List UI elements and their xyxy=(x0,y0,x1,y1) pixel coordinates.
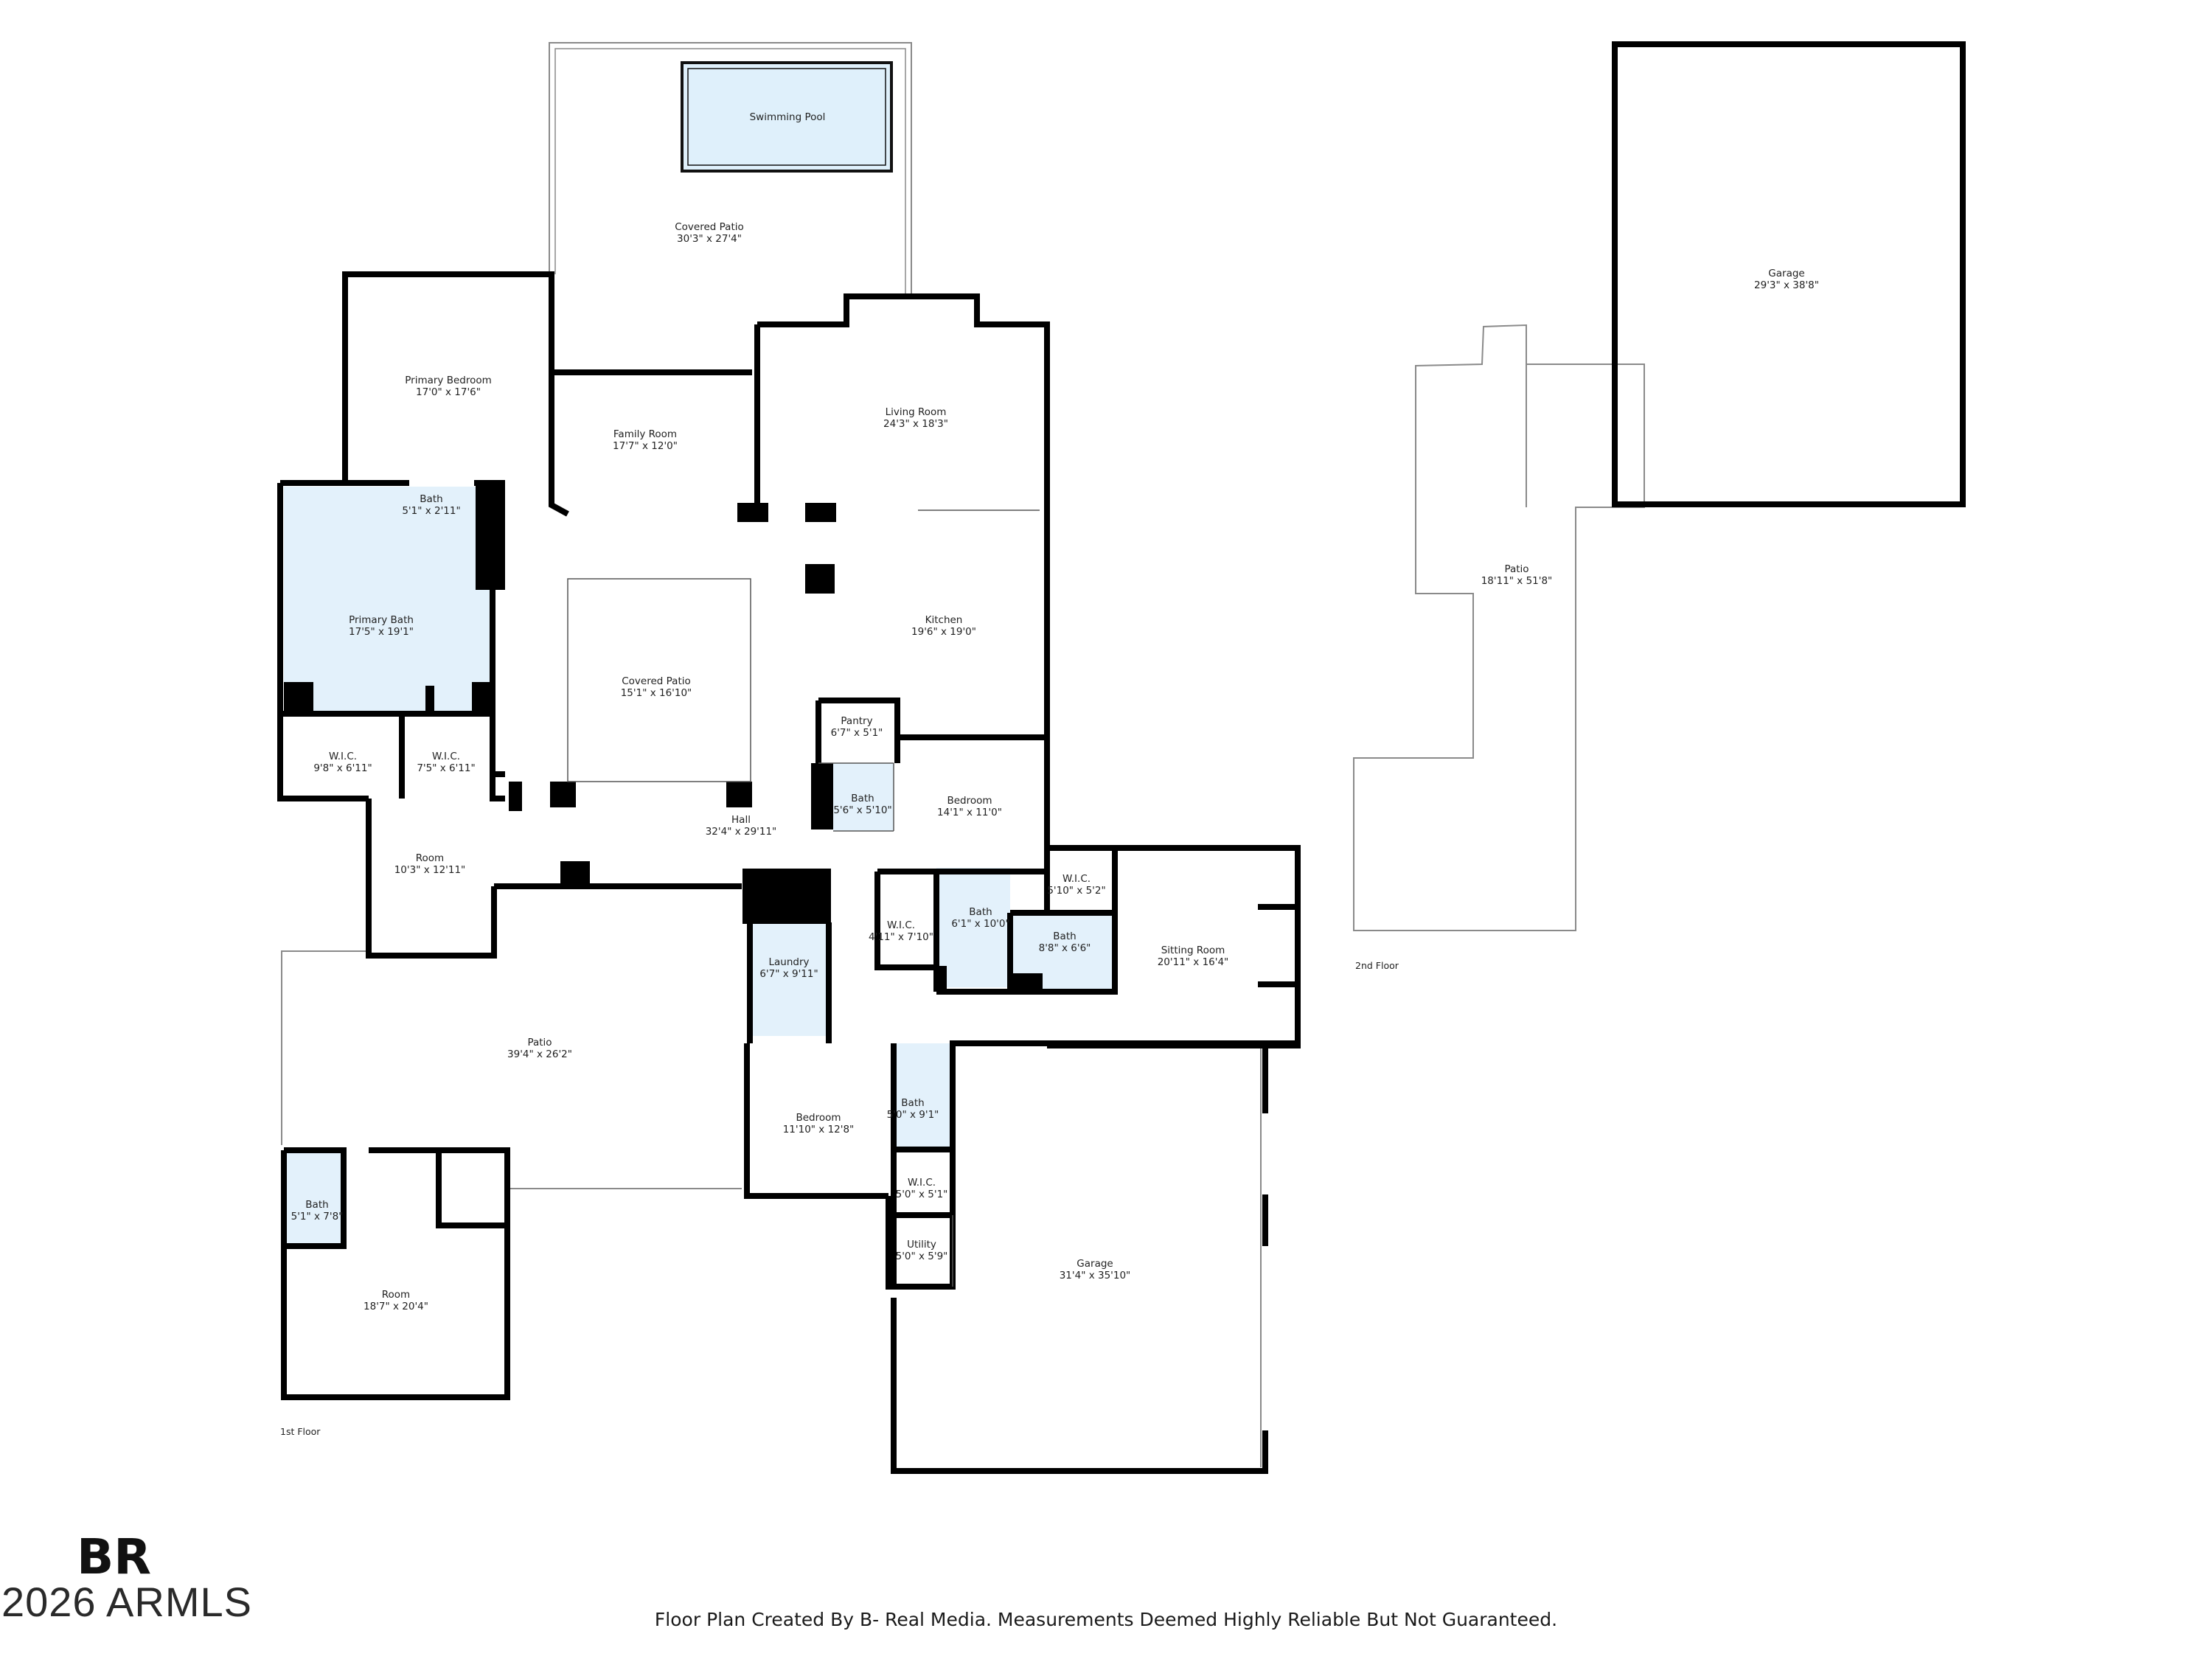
brand-logo: BR xyxy=(77,1529,151,1581)
living-room-name: Living Room xyxy=(886,406,947,418)
primary-bath-small-name: Bath xyxy=(420,493,442,505)
patio-west-dimensions: 39'4" x 26'2" xyxy=(507,1048,572,1060)
room-casita-dimensions: 18'7" x 20'4" xyxy=(364,1301,428,1312)
patio-upper-dimensions: 18'11" x 51'8" xyxy=(1481,575,1553,587)
wic-4-dimensions: 4'11" x 7'10" xyxy=(869,931,933,943)
primary-bath-dimensions: 17'5" x 19'1" xyxy=(349,626,414,638)
bath-fills xyxy=(284,487,1115,1245)
kitchen-name: Kitchen xyxy=(925,614,963,626)
swimming-pool-name: Swimming Pool xyxy=(750,111,826,123)
primary-bedroom-dimensions: 17'0" x 17'6" xyxy=(416,386,481,398)
covered-patio-center-name: Covered Patio xyxy=(622,675,691,687)
sitting-room-name: Sitting Room xyxy=(1161,945,1225,956)
laundry-dimensions: 6'7" x 9'11" xyxy=(759,968,818,980)
first-floor-label: 1st Floor xyxy=(280,1426,321,1437)
bath-east-1-name: Bath xyxy=(969,906,992,918)
thin-outlines xyxy=(281,42,1645,1467)
utility-name: Utility xyxy=(907,1239,936,1251)
wic-4-name: W.I.C. xyxy=(887,919,915,931)
swimming-pool xyxy=(681,61,893,173)
garage-upper-dimensions: 29'3" x 38'8" xyxy=(1754,279,1819,291)
covered-patio-top-dimensions: 30'3" x 27'4" xyxy=(677,233,742,245)
brand-logo-text: BR xyxy=(77,1529,151,1581)
wic-5-name: W.I.C. xyxy=(908,1177,936,1189)
walls xyxy=(277,41,1966,1474)
copyright-watermark: 2026 ARMLS xyxy=(1,1579,252,1625)
bedroom-south-dimensions: 11'10" x 12'8" xyxy=(783,1124,855,1135)
patio-upper-name: Patio xyxy=(1504,563,1528,575)
laundry-name: Laundry xyxy=(768,956,809,968)
columns xyxy=(284,485,1043,992)
family-room-dimensions: 17'7" x 12'0" xyxy=(613,440,678,452)
covered-patio-center-dimensions: 15'1" x 16'10" xyxy=(621,687,692,699)
pantry-dimensions: 6'7" x 5'1" xyxy=(831,727,883,739)
hall-name: Hall xyxy=(731,814,751,826)
wic-3-name: W.I.C. xyxy=(1062,873,1091,885)
second-floor-label: 2nd Floor xyxy=(1355,960,1399,971)
wic-1-dimensions: 9'8" x 6'11" xyxy=(313,762,372,774)
wic-2-name: W.I.C. xyxy=(432,751,460,762)
bath-south-name: Bath xyxy=(901,1097,924,1109)
bath-south-dimensions: 5'0" x 9'1" xyxy=(887,1109,939,1121)
kitchen-dimensions: 19'6" x 19'0" xyxy=(911,626,976,638)
patio-west-name: Patio xyxy=(527,1037,552,1048)
room-small-name: Room xyxy=(416,852,444,864)
garage-main-name: Garage xyxy=(1077,1258,1113,1270)
bedroom-east-name: Bedroom xyxy=(947,795,992,807)
wic-1-name: W.I.C. xyxy=(329,751,357,762)
bath-casita-name: Bath xyxy=(305,1199,328,1211)
bedroom-south-name: Bedroom xyxy=(796,1112,841,1124)
primary-bath-name: Primary Bath xyxy=(349,614,414,626)
garage-upper-name: Garage xyxy=(1768,268,1804,279)
family-room-name: Family Room xyxy=(613,428,677,440)
wic-5-dimensions: 5'0" x 5'1" xyxy=(896,1189,948,1200)
bath-casita-dimensions: 5'1" x 7'8" xyxy=(291,1211,344,1222)
hall-dimensions: 32'4" x 29'11" xyxy=(706,826,777,838)
sitting-room-dimensions: 20'11" x 16'4" xyxy=(1158,956,1229,968)
bedroom-east-dimensions: 14'1" x 11'0" xyxy=(937,807,1002,818)
bath-hall-dimensions: 5'6" x 5'10" xyxy=(833,804,891,816)
floor-plan-caption: Floor Plan Created By B- Real Media. Mea… xyxy=(654,1609,1558,1630)
bath-east-2-name: Bath xyxy=(1053,931,1076,942)
wic-2-dimensions: 7'5" x 6'11" xyxy=(417,762,475,774)
garage-main-dimensions: 31'4" x 35'10" xyxy=(1060,1270,1131,1281)
living-room-dimensions: 24'3" x 18'3" xyxy=(883,418,948,430)
primary-bath-small-dimensions: 5'1" x 2'11" xyxy=(402,505,460,517)
bath-east-1-dimensions: 6'1" x 10'0" xyxy=(951,918,1009,930)
room-small-dimensions: 10'3" x 12'11" xyxy=(394,864,466,876)
utility-dimensions: 5'0" x 5'9" xyxy=(896,1251,948,1262)
thin-walls xyxy=(567,509,1040,1287)
pantry-name: Pantry xyxy=(841,715,872,727)
wic-3-dimensions: 5'10" x 5'2" xyxy=(1047,885,1105,897)
covered-patio-top-name: Covered Patio xyxy=(675,221,744,233)
bath-east-2-dimensions: 8'8" x 6'6" xyxy=(1039,942,1091,954)
primary-bedroom-name: Primary Bedroom xyxy=(405,375,492,386)
room-casita-name: Room xyxy=(382,1289,410,1301)
bath-hall-name: Bath xyxy=(851,793,874,804)
